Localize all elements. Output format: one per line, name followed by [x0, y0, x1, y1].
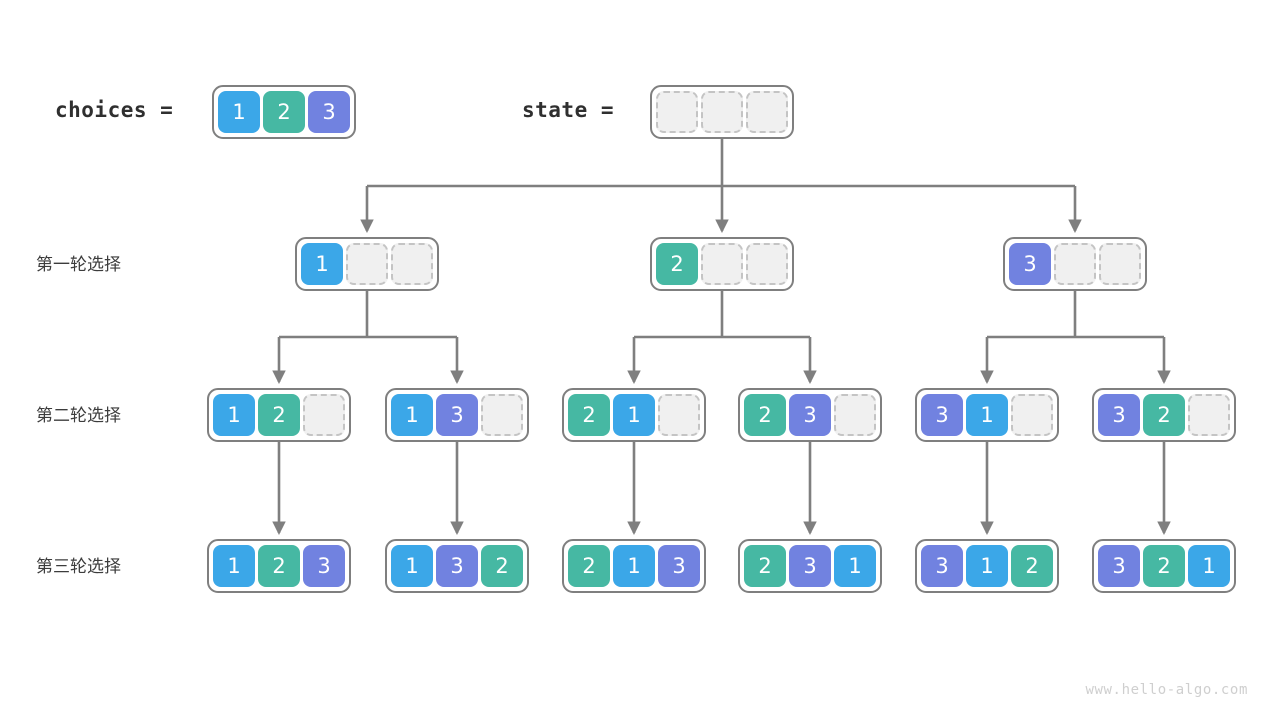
- round1-node-2-empty-cell-2: [701, 243, 743, 285]
- choices-cell-1: 1: [218, 91, 260, 133]
- round2-node-3-cell-1: 2: [568, 394, 610, 436]
- round3-node-5-cell-1: 3: [921, 545, 963, 587]
- round1-node-3: 3: [1003, 237, 1147, 291]
- round3-node-6-cell-1: 3: [1098, 545, 1140, 587]
- watermark: www.hello-algo.com: [1085, 682, 1248, 698]
- round2-node-3-empty-cell-3: [658, 394, 700, 436]
- round3-node-5-cell-3: 2: [1011, 545, 1053, 587]
- row-label-round-1: 第一轮选择: [36, 255, 121, 275]
- round3-node-1-cell-2: 2: [258, 545, 300, 587]
- choices-cell-3: 3: [308, 91, 350, 133]
- round2-node-6-cell-1: 3: [1098, 394, 1140, 436]
- round1-node-3-empty-cell-3: [1099, 243, 1141, 285]
- round3-node-5-cell-2: 1: [966, 545, 1008, 587]
- round1-node-3-cell-1: 3: [1009, 243, 1051, 285]
- round2-node-4-cell-2: 3: [789, 394, 831, 436]
- round2-node-6-empty-cell-3: [1188, 394, 1230, 436]
- round2-node-5-empty-cell-3: [1011, 394, 1053, 436]
- round1-node-1-empty-cell-2: [346, 243, 388, 285]
- round3-node-4-cell-3: 1: [834, 545, 876, 587]
- round3-node-1-cell-3: 3: [303, 545, 345, 587]
- round3-node-2-cell-3: 2: [481, 545, 523, 587]
- state-label: state =: [522, 98, 615, 122]
- round2-node-6-cell-2: 2: [1143, 394, 1185, 436]
- state-array: [650, 85, 794, 139]
- round2-node-4-empty-cell-3: [834, 394, 876, 436]
- round2-node-1-cell-1: 1: [213, 394, 255, 436]
- round1-node-2-empty-cell-3: [746, 243, 788, 285]
- round3-node-4-cell-2: 3: [789, 545, 831, 587]
- round2-node-1-cell-2: 2: [258, 394, 300, 436]
- round2-node-2-cell-2: 3: [436, 394, 478, 436]
- choices-cell-2: 2: [263, 91, 305, 133]
- row-label-round-3: 第三轮选择: [36, 557, 121, 577]
- state-empty-cell-3: [746, 91, 788, 133]
- round2-node-3-cell-2: 1: [613, 394, 655, 436]
- round3-node-2-cell-2: 3: [436, 545, 478, 587]
- round2-node-2-cell-1: 1: [391, 394, 433, 436]
- round1-node-3-empty-cell-2: [1054, 243, 1096, 285]
- round2-node-5-cell-1: 3: [921, 394, 963, 436]
- round3-node-1-cell-1: 1: [213, 545, 255, 587]
- round3-node-3-cell-2: 1: [613, 545, 655, 587]
- round3-node-2-cell-1: 1: [391, 545, 433, 587]
- round1-node-1-empty-cell-3: [391, 243, 433, 285]
- round2-node-5-cell-2: 1: [966, 394, 1008, 436]
- state-empty-cell-2: [701, 91, 743, 133]
- round3-node-6-cell-2: 2: [1143, 545, 1185, 587]
- round1-node-1: 1: [295, 237, 439, 291]
- round3-node-3-cell-3: 3: [658, 545, 700, 587]
- round2-node-2-empty-cell-3: [481, 394, 523, 436]
- row-label-round-2: 第二轮选择: [36, 406, 121, 426]
- round3-node-4-cell-1: 2: [744, 545, 786, 587]
- state-empty-cell-1: [656, 91, 698, 133]
- round3-node-3-cell-1: 2: [568, 545, 610, 587]
- choices-label: choices =: [55, 98, 174, 122]
- round1-node-2: 2: [650, 237, 794, 291]
- round3-node-6-cell-3: 1: [1188, 545, 1230, 587]
- round1-node-1-cell-1: 1: [301, 243, 343, 285]
- round1-node-2-cell-1: 2: [656, 243, 698, 285]
- round2-node-4-cell-1: 2: [744, 394, 786, 436]
- round2-node-1-empty-cell-3: [303, 394, 345, 436]
